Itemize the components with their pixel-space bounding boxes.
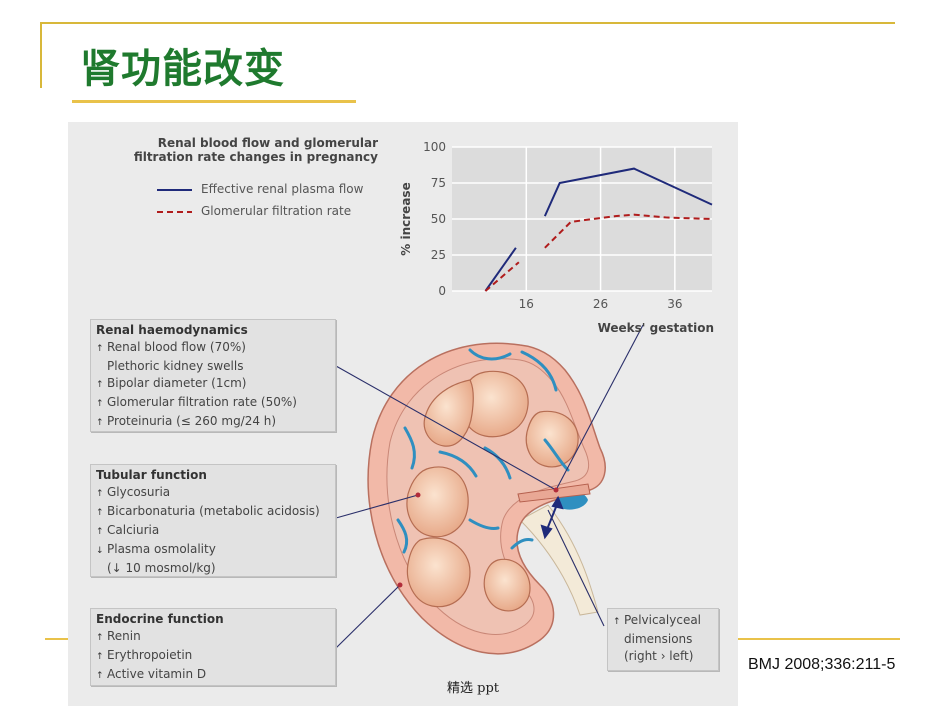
series-line-gfr — [484, 261, 520, 292]
panel-list-item: ↑Pelvicalyceal — [613, 612, 713, 631]
arrow-up-icon: ↑ — [96, 380, 104, 390]
panel-list-text: Active vitamin D — [107, 667, 207, 681]
arrow-up-icon: ↑ — [96, 399, 104, 409]
panel-list-text: Erythropoietin — [107, 648, 193, 662]
panel-tubular-function: Tubular function ↑Glycosuria↑Bicarbonatu… — [90, 464, 336, 577]
panel-list-item: ↑Active vitamin D — [96, 666, 330, 685]
y-tick-label: 75 — [431, 176, 446, 190]
panel-list-text: Glycosuria — [107, 485, 171, 499]
arrow-up-icon: ↑ — [96, 671, 104, 681]
x-tick-label: 26 — [593, 297, 608, 311]
panel-renal-haemodynamics: Renal haemodynamics ↑Renal blood flow (7… — [90, 319, 336, 432]
arrow-up-icon: ↑ — [613, 617, 621, 627]
leader-dots — [397, 487, 559, 588]
panel-list-item: ↑Calciuria — [96, 522, 330, 541]
arrow-up-icon: ↑ — [96, 418, 104, 428]
y-tick-label: 25 — [431, 248, 446, 262]
y-tick-label: 50 — [431, 212, 446, 226]
panel-list-item: (↓ 10 mosmol/kg) — [96, 560, 330, 577]
series-line-gfr — [544, 213, 713, 249]
panel-heading: Tubular function — [96, 468, 207, 482]
panel-list-text: Plasma osmolality — [107, 542, 216, 556]
panel-list-text: Plethoric kidney swells — [107, 359, 244, 373]
panel-list-item: ↑Glomerular filtration rate (50%) — [96, 394, 330, 413]
x-axis-label: Weeks' gestation — [598, 321, 714, 335]
panel-list-text: (↓ 10 mosmol/kg) — [107, 561, 216, 575]
panel-list-text: Renin — [107, 629, 141, 643]
series-line-erpf — [543, 167, 713, 217]
arrow-up-icon: ↑ — [96, 489, 104, 499]
panel-list-item: ↑Renal blood flow (70%) — [96, 339, 330, 358]
chart-title-line-1: Renal blood flow and glomerular — [157, 136, 378, 150]
arrow-down-icon: ↓ — [96, 546, 104, 556]
panel-endocrine-function: Endocrine function ↑Renin↑Erythropoietin… — [90, 608, 336, 686]
chart-legend-keys — [157, 189, 192, 213]
chart-title-line-2: filtration rate changes in pregnancy — [133, 150, 378, 164]
panel-list-text: Renal blood flow (70%) — [107, 340, 246, 354]
panel-list-item: ↑Bipolar diameter (1cm) — [96, 375, 330, 394]
ureter — [519, 504, 599, 616]
panel-list-text: Proteinuria (≤ 260 mg/24 h) — [107, 414, 277, 428]
x-tick-label: 16 — [519, 297, 534, 311]
panel-list-text: dimensions — [624, 632, 693, 646]
leader-lines — [335, 324, 644, 649]
arrow-up-icon: ↑ — [96, 633, 104, 643]
panel-list-text: (right › left) — [624, 649, 694, 663]
slide-title: 肾功能改变 — [80, 46, 285, 92]
panel-list-text: Calciuria — [107, 523, 160, 537]
panel-list-text: Pelvicalyceal — [624, 613, 702, 627]
panel-list-item: ↑Erythropoietin — [96, 647, 330, 666]
renal-vessels — [396, 348, 570, 554]
panel-list-item: (right › left) — [613, 648, 713, 665]
panel-list-item: ↑Glycosuria — [96, 484, 330, 503]
arrow-up-icon: ↑ — [96, 652, 104, 662]
panel-list-text: Bicarbonaturia (metabolic acidosis) — [107, 504, 320, 518]
panel-list-item: Plethoric kidney swells — [96, 358, 330, 375]
citation: BMJ 2008;336:211-5 — [748, 656, 896, 673]
y-tick-label: 0 — [438, 284, 446, 298]
watermark: 精选 ppt — [447, 681, 500, 696]
double-arrow-icon — [540, 495, 564, 540]
legend-label-erpf: Effective renal plasma flow — [201, 182, 364, 196]
legend-label-gfr: Glomerular filtration rate — [201, 204, 352, 218]
panel-list-text: Glomerular filtration rate (50%) — [107, 395, 297, 409]
chart-title: Renal blood flow and glomerular filtrati… — [130, 136, 378, 164]
y-tick-label: 100 — [423, 140, 446, 154]
arrow-up-icon: ↑ — [96, 527, 104, 537]
y-axis-label: % increase — [399, 182, 413, 255]
kidney-pyramids — [406, 370, 579, 612]
renal-artery — [517, 483, 591, 503]
x-tick-label: 36 — [667, 297, 682, 311]
panel-heading: Endocrine function — [96, 612, 224, 626]
panel-list-item: ↑Proteinuria (≤ 260 mg/24 h) — [96, 413, 330, 432]
panel-list-text: Bipolar diameter (1cm) — [107, 376, 247, 390]
panel-list-item: ↓Plasma osmolality — [96, 541, 330, 560]
frame-left-rule — [40, 22, 42, 88]
panel-list-item: ↑Renin — [96, 628, 330, 647]
series-line-erpf — [484, 247, 517, 292]
arrow-up-icon: ↑ — [96, 508, 104, 518]
arrow-up-icon: ↑ — [96, 344, 104, 354]
panel-list-item: dimensions — [613, 631, 713, 648]
title-underline — [72, 100, 356, 103]
panel-list-item: ↑Bicarbonaturia (metabolic acidosis) — [96, 503, 330, 522]
panel-heading: Renal haemodynamics — [96, 323, 248, 337]
frame-top-rule — [40, 22, 895, 24]
